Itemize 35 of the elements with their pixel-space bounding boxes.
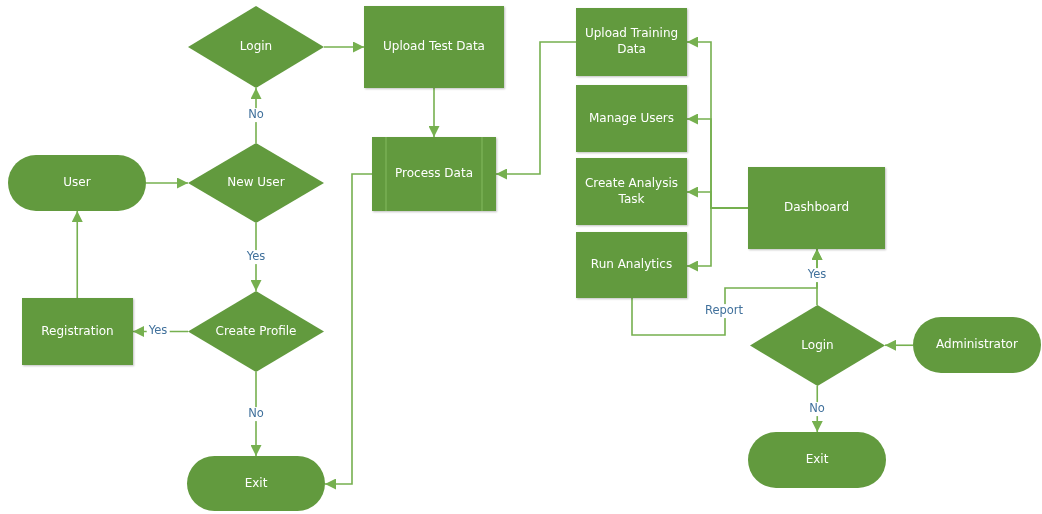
terminator-pill: Exit [748, 432, 886, 488]
edge-label: No [246, 108, 266, 122]
terminator-pill: Administrator [913, 317, 1041, 373]
arrow [323, 41, 365, 53]
arrow [71, 210, 83, 299]
process-box: Manage Users [576, 85, 687, 152]
arrow [686, 207, 749, 272]
edge-label: Yes [805, 268, 829, 282]
terminator-pill: Exit [187, 456, 325, 511]
arrow [132, 326, 189, 337]
process-box: Upload Test Data [364, 6, 504, 88]
arrow [495, 41, 577, 180]
arrow [428, 87, 440, 138]
arrow [250, 371, 262, 457]
arrow [250, 222, 262, 292]
decision-diamond: Create Profile [188, 291, 324, 372]
edge-label: No [246, 407, 266, 421]
arrow [250, 87, 262, 144]
process-box: Create Analysis Task [576, 158, 687, 225]
arrow [324, 173, 373, 490]
terminator-pill: User [8, 155, 146, 211]
decision-diamond: Login [750, 305, 885, 386]
arrow [145, 177, 189, 189]
arrow [811, 385, 823, 433]
decision-diamond: New User [188, 143, 324, 223]
process-box: Upload Training Data [576, 8, 687, 76]
decision-diamond: Login [188, 6, 324, 88]
edge-label: No [807, 402, 827, 416]
process-box: Run Analytics [576, 232, 687, 298]
subroutine-box: Process Data [372, 137, 496, 211]
edge-label: Yes [244, 250, 268, 264]
arrow [884, 339, 914, 351]
process-box: Registration [22, 298, 133, 365]
arrow [631, 248, 823, 336]
process-box: Dashboard [748, 167, 885, 249]
